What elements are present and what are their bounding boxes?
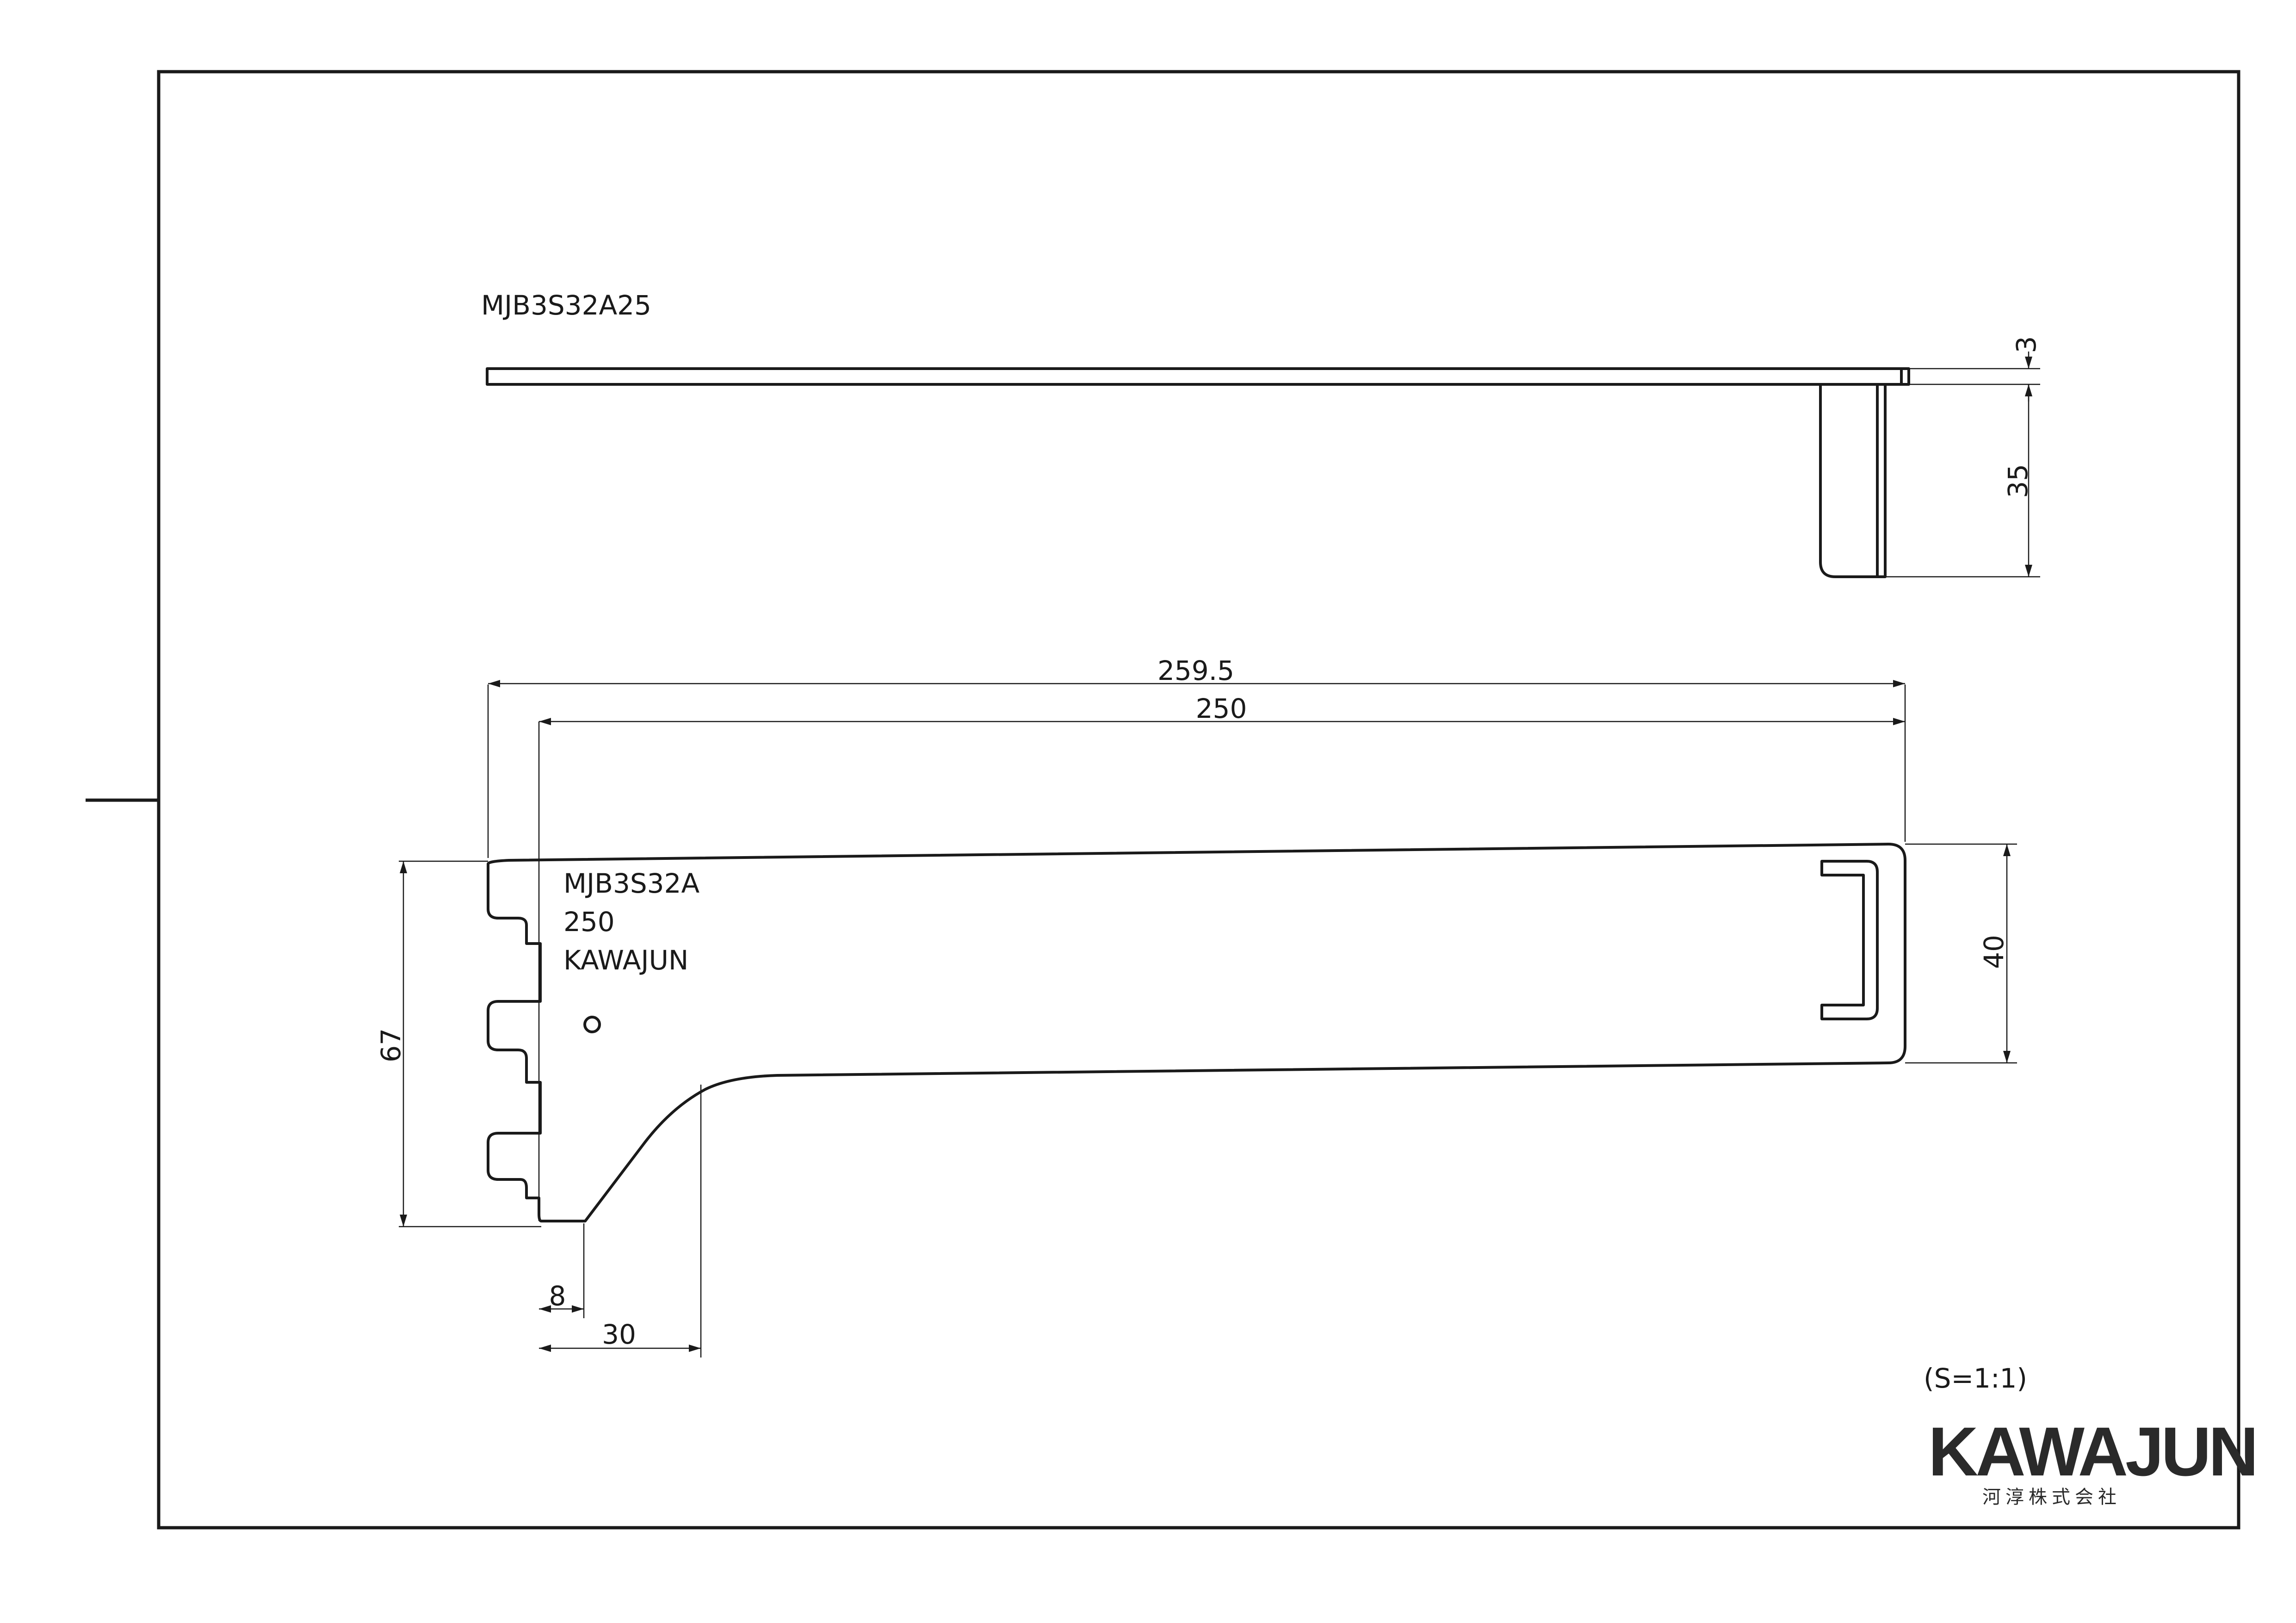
dimension-overall-length-value: 259.5 <box>1157 655 1234 686</box>
dimension-base-width <box>539 1085 702 1358</box>
dimension-flange-height <box>1885 384 2040 578</box>
dimension-base-width-value: 30 <box>602 1319 636 1350</box>
dimension-thickness-value: 3 <box>2011 336 2042 353</box>
top-view-shape <box>486 367 1910 578</box>
kawajun-logo: KAWAJUN 河淳株式会社 <box>1928 1413 2259 1508</box>
bracket-outline <box>487 843 1906 1222</box>
dimension-overall-length <box>487 680 1906 858</box>
dimension-small-offset <box>539 1223 585 1318</box>
dimension-bracket-height-value: 67 <box>375 1028 407 1062</box>
engraving-brand: KAWAJUN <box>563 944 688 976</box>
dimension-arm-length <box>538 718 1905 1221</box>
dimension-tip-height <box>1905 843 2017 1064</box>
dimension-thickness <box>1909 352 2040 401</box>
dimension-small-offset-value: 8 <box>549 1280 566 1312</box>
logo-company-name: 河淳株式会社 <box>1982 1487 2121 1508</box>
logo-wordmark: KAWAJUN <box>1928 1413 2256 1490</box>
dimension-flange-height-value: 35 <box>2002 464 2034 498</box>
dimension-tip-height-value: 40 <box>1978 935 2010 969</box>
dimension-arm-length-value: 250 <box>1196 693 1247 724</box>
dimension-bracket-height <box>399 860 541 1228</box>
engraving-size: 250 <box>563 906 615 938</box>
engraving-part-number: MJB3S32A <box>563 868 699 899</box>
scale-note: (S=1:1) <box>1924 1363 2027 1394</box>
drawing-frame <box>157 70 2240 1530</box>
top-view-label: MJB3S32A25 <box>481 290 651 321</box>
